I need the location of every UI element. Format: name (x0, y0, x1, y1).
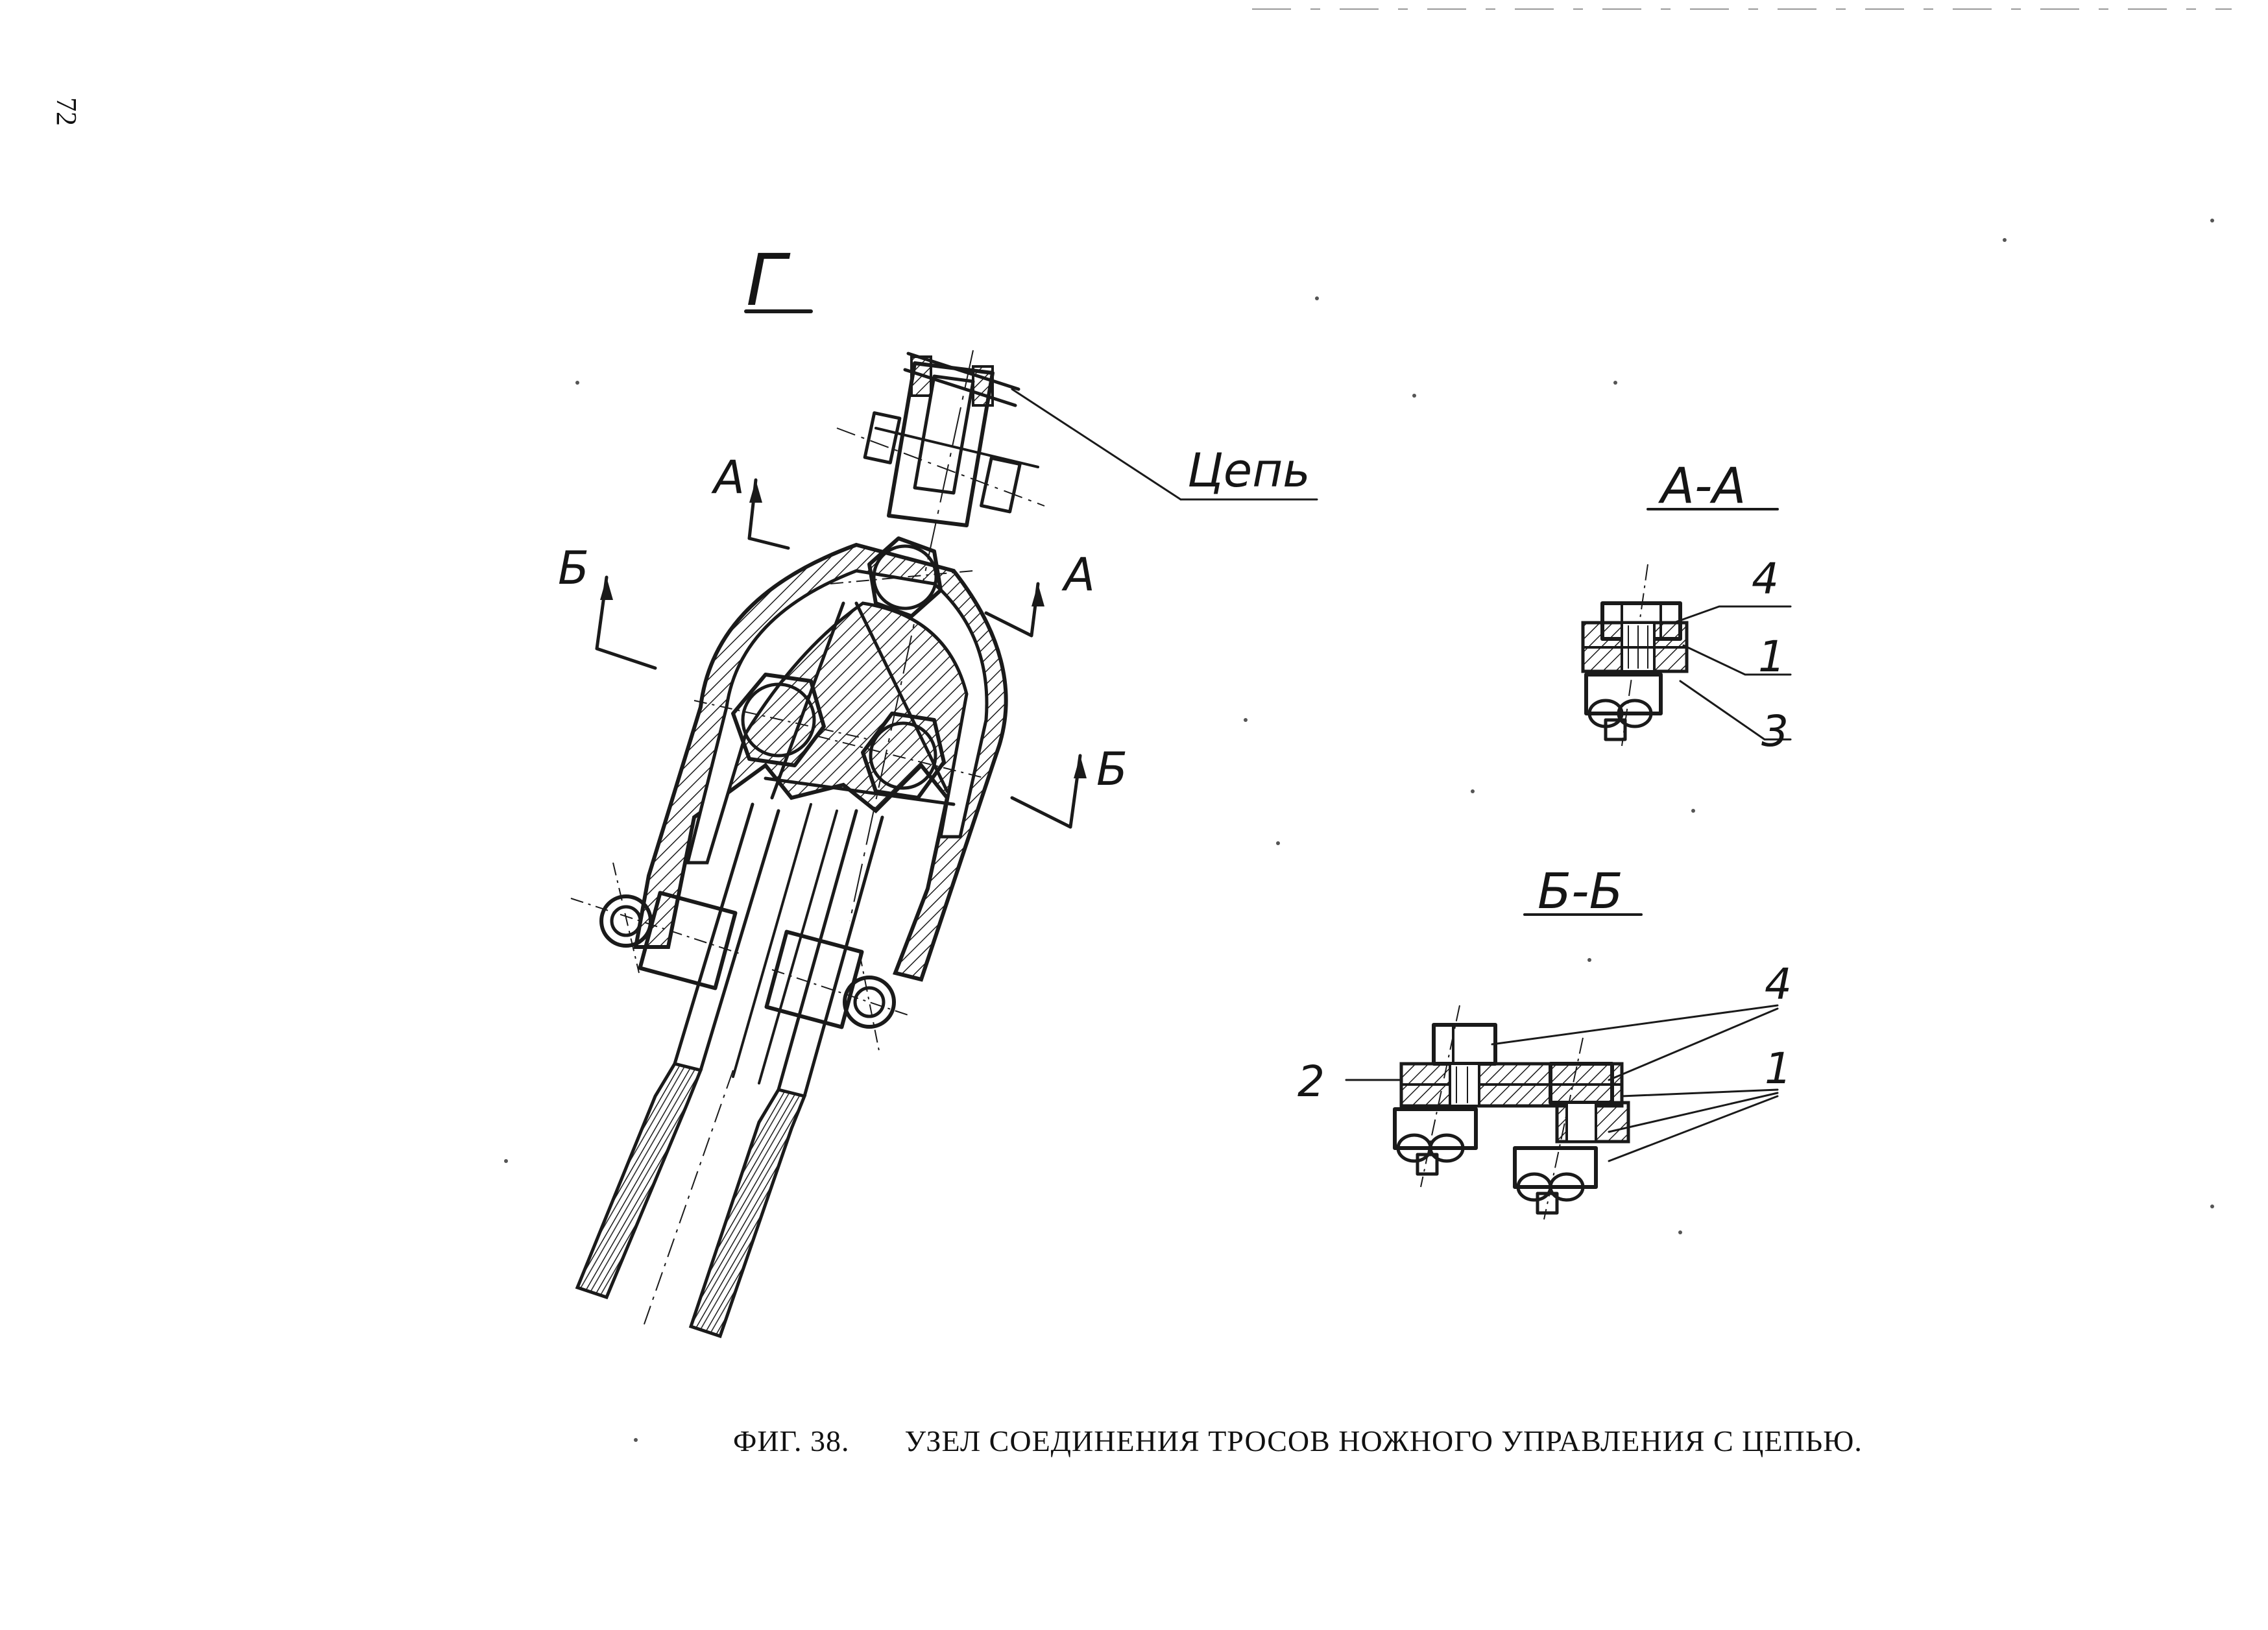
link-plate (633, 542, 1008, 982)
right-clamp (764, 929, 909, 1051)
section-bb-callout-2: 2 (1297, 1057, 1325, 1107)
section-aa-view (1581, 508, 1792, 747)
section-bb-callout-1: 1 (1765, 1044, 1792, 1094)
figure-number: ФИГ. 38. (733, 1424, 850, 1457)
section-cut-a-right (984, 582, 1044, 638)
cable-rods (673, 802, 884, 1098)
section-bb-title: Б-Б (1538, 862, 1623, 920)
chain-clevis (836, 352, 1045, 527)
section-aa-callout-1: 1 (1758, 632, 1785, 682)
left-bolt (694, 673, 870, 767)
figure-caption: ФИГ. 38. УЗЕЛ СОЕДИНЕНИЯ ТРОСОВ НОЖНОГО … (733, 1424, 1863, 1458)
section-bb-view (1345, 913, 1779, 1220)
top-bolt (830, 536, 974, 618)
section-bb-callout-4: 4 (1765, 959, 1792, 1009)
view-label: Г (746, 239, 791, 322)
right-bolt (817, 712, 987, 800)
chain-label: Цепь (1187, 443, 1310, 497)
section-cut-b-right (1010, 754, 1087, 829)
section-marker-a-right: А (1061, 548, 1095, 601)
section-cut-a-left (747, 478, 790, 550)
figure-title: УЗЕЛ СОЕДИНЕНИЯ ТРОСОВ НОЖНОГО УПРАВЛЕНИ… (904, 1424, 1863, 1457)
main-assembly-view (570, 309, 1318, 1339)
section-marker-a-left: А (711, 451, 745, 504)
section-aa-title: А-А (1658, 457, 1746, 514)
section-marker-b-left: Б (558, 542, 589, 595)
section-aa-callout-3: 3 (1761, 706, 1789, 756)
section-marker-b-right: Б (1096, 743, 1128, 796)
left-clamp (570, 862, 740, 990)
cables (575, 1062, 807, 1339)
section-cut-b-left (595, 575, 657, 670)
section-aa-callout-4: 4 (1752, 554, 1779, 604)
